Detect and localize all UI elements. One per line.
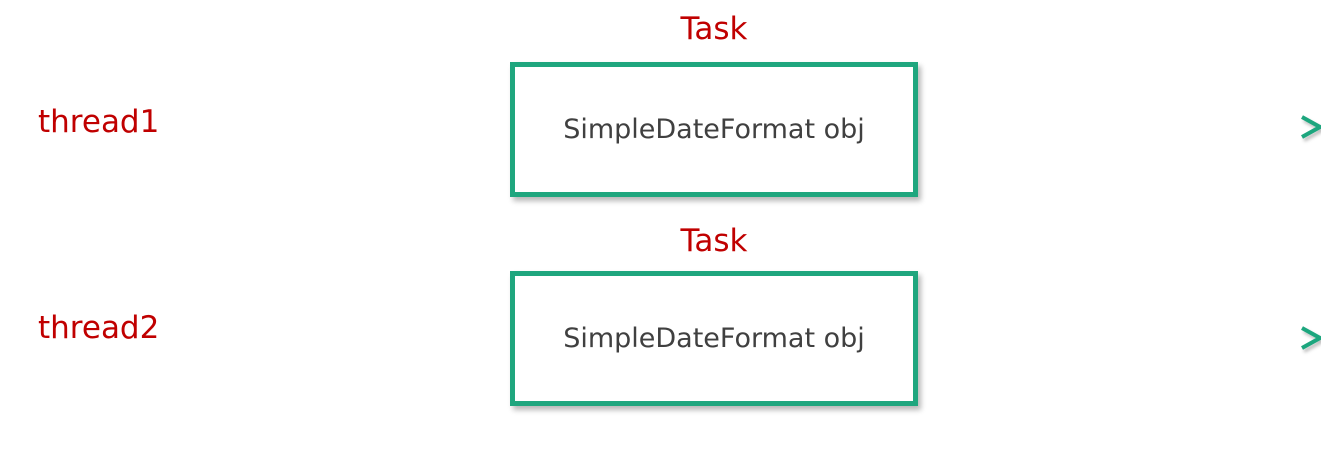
task-label-2: Task [680,223,748,259]
task-box-2: SimpleDateFormat obj [510,271,918,406]
thread1-arrowhead-icon [1301,115,1325,139]
thread-label-1: thread1 [38,104,160,140]
object-label-2: SimpleDateFormat obj [563,323,865,354]
object-label-1: SimpleDateFormat obj [563,114,865,145]
task-box-1: SimpleDateFormat obj [510,62,918,197]
thread2-arrowhead-icon [1301,326,1325,350]
thread-label-2: thread2 [38,310,160,346]
task-label-1: Task [680,11,748,47]
